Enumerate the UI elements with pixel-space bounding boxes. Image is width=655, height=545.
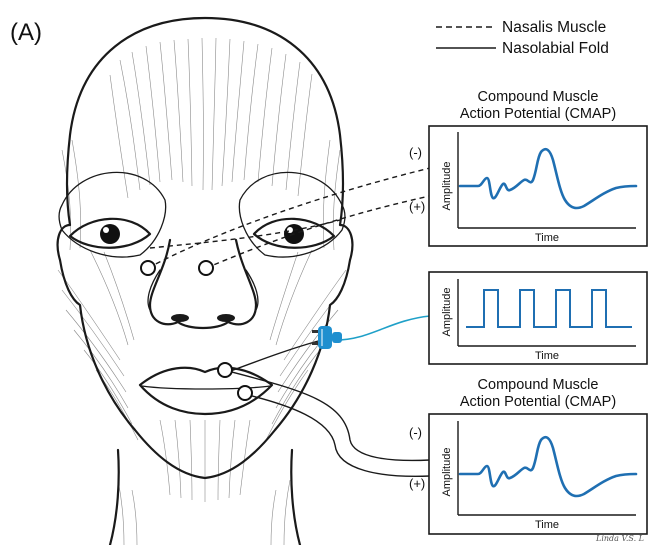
stimulus-ylabel: Amplitude: [441, 288, 453, 337]
face-illustration: [58, 18, 353, 545]
electrode-nasolabial-lower: [238, 386, 252, 400]
cmap-bottom-polarity-pos: (+): [409, 476, 425, 491]
stimulus-plot: Amplitude Time: [429, 272, 647, 364]
legend-label-nasalis: Nasalis Muscle: [502, 19, 606, 36]
stimulator-plug-icon: [312, 326, 342, 349]
cmap-bottom-title-line2: Action Potential (CMAP): [460, 394, 616, 410]
legend: Nasalis Muscle Nasolabial Fold: [436, 19, 609, 57]
cmap-top-xlabel: Time: [535, 232, 559, 244]
cmap-plot-top: Compound Muscle Action Potential (CMAP) …: [409, 89, 647, 246]
cmap-bottom-xlabel: Time: [535, 519, 559, 531]
artist-signature: Linda V.S. L: [595, 534, 644, 543]
cmap-top-ylabel: Amplitude: [441, 162, 453, 211]
electrode-nasalis-left: [141, 261, 155, 275]
cmap-top-title-line1: Compound Muscle: [478, 89, 599, 105]
cmap-plot-bottom: Compound Muscle Action Potential (CMAP) …: [409, 377, 647, 534]
electrode-nasalis-right: [199, 261, 213, 275]
legend-label-nasolabial: Nasolabial Fold: [502, 40, 609, 57]
cmap-bottom-ylabel: Amplitude: [441, 448, 453, 497]
cmap-bottom-title-line1: Compound Muscle: [478, 377, 599, 393]
electrode-nasolabial-upper: [218, 363, 232, 377]
cmap-top-polarity-neg: (-): [409, 145, 422, 160]
stimulus-xlabel: Time: [535, 350, 559, 362]
cmap-top-polarity-pos: (+): [409, 199, 425, 214]
cmap-bottom-polarity-neg: (-): [409, 425, 422, 440]
muscle-fibers: [58, 38, 346, 545]
panel-label: (A): [10, 19, 42, 46]
cmap-top-title-line2: Action Potential (CMAP): [460, 106, 616, 122]
